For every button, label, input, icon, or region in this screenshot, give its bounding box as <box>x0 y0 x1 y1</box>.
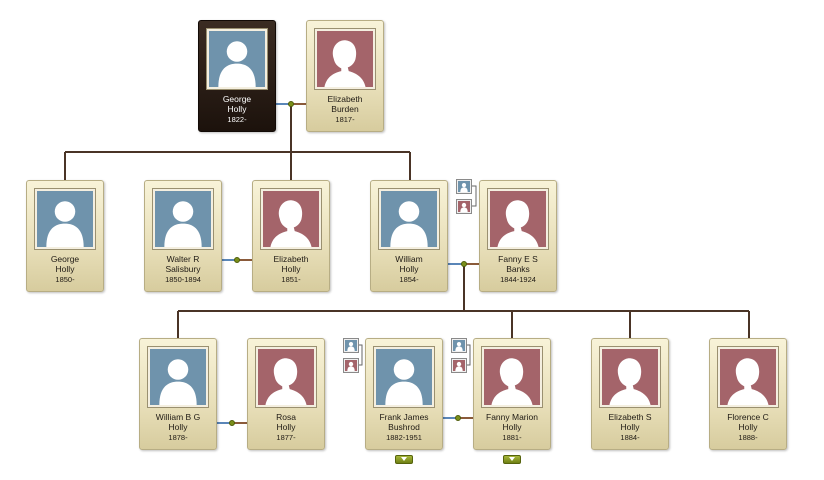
male-silhouette-icon <box>378 188 440 250</box>
male-silhouette-icon <box>34 188 96 250</box>
female-silhouette-icon <box>314 28 376 90</box>
marriage-dot-icon <box>234 257 240 263</box>
mother-link-icon[interactable] <box>343 358 359 373</box>
marriage-dot-icon <box>461 261 467 267</box>
female-silhouette-icon <box>717 346 779 408</box>
female-silhouette-icon <box>599 346 661 408</box>
expand-down-icon[interactable] <box>503 455 521 464</box>
female-silhouette-icon <box>260 188 322 250</box>
marriage-dot-icon <box>288 101 294 107</box>
female-silhouette-icon <box>255 346 317 408</box>
expand-down-icon[interactable] <box>395 455 413 464</box>
marriage-dot-icon <box>229 420 235 426</box>
male-silhouette-icon <box>206 28 268 90</box>
marriage-dot-icon <box>455 415 461 421</box>
mother-link-icon[interactable] <box>451 358 467 373</box>
father-link-icon[interactable] <box>451 338 467 353</box>
father-link-icon[interactable] <box>456 179 472 194</box>
father-link-icon[interactable] <box>343 338 359 353</box>
female-silhouette-icon <box>481 346 543 408</box>
mother-link-icon[interactable] <box>456 199 472 214</box>
male-silhouette-icon <box>373 346 435 408</box>
male-silhouette-icon <box>152 188 214 250</box>
male-silhouette-icon <box>147 346 209 408</box>
female-silhouette-icon <box>487 188 549 250</box>
